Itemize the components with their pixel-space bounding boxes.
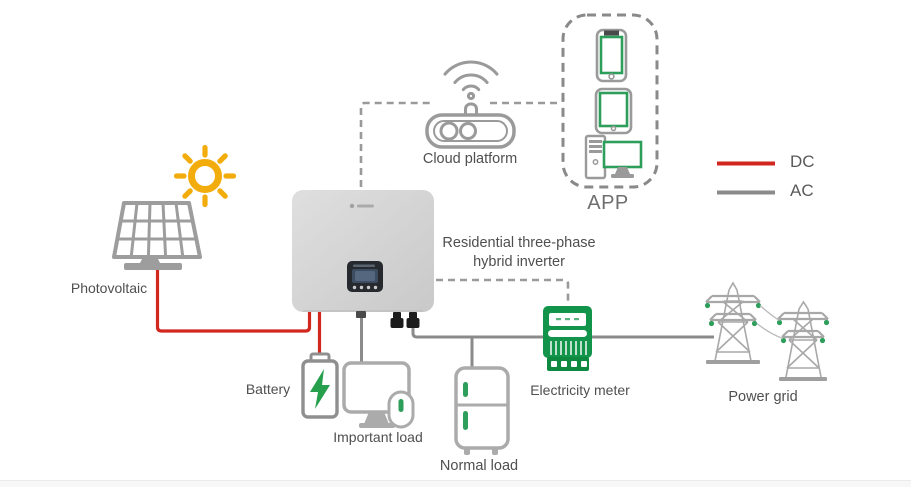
tablet-icon: [594, 87, 633, 135]
electric-meter-icon: [543, 306, 592, 371]
comm-line-inverter-to-meter: [436, 278, 570, 305]
photovoltaic-label: Photovoltaic: [70, 280, 148, 296]
inverter-display: [347, 261, 383, 292]
legend: [717, 161, 775, 195]
lightning-bolt-icon: [310, 369, 330, 409]
desktop-computer-icon: [584, 134, 643, 180]
inverter-ac-port: [356, 311, 366, 318]
mc4-connector-icon: [390, 312, 404, 328]
mc4-connector-icon: [406, 312, 420, 328]
smartphone-icon: [595, 28, 628, 83]
transmission-tower-icon: [704, 281, 762, 364]
normal-load-label: Normal load: [439, 458, 519, 474]
mouse-icon: [387, 390, 415, 429]
bottom-edge-strip: [0, 480, 911, 487]
inverter-logo: [349, 203, 374, 209]
app-label: APP: [587, 192, 629, 214]
devices-icon: [561, 13, 659, 189]
wifi-signal-icon: [443, 60, 499, 101]
power-grid-label: Power grid: [728, 389, 798, 405]
important-load-label: Important load: [333, 429, 423, 445]
computer-monitor-mouse-icon: [342, 361, 415, 429]
wifi-router-icon: [425, 60, 516, 149]
legend-dc-label: DC: [790, 152, 815, 171]
inverter-icon: [292, 190, 434, 328]
dc-line-pv-to-inverter: [155, 270, 312, 333]
app-dashed-box: [561, 13, 659, 189]
inverter-caption-line2: hybrid inverter: [473, 254, 565, 270]
sun-icon: [173, 144, 237, 208]
transmission-tower-icon: [776, 300, 830, 381]
comm-line-inverter-to-cloud: [359, 101, 433, 187]
inverter-caption: Residential three-phase hybrid inverter: [424, 234, 614, 272]
battery-icon: [301, 352, 339, 419]
legend-ac-label: AC: [790, 181, 814, 200]
ac-line-inverter-to-grid: [411, 327, 714, 339]
transmission-towers-icon: [704, 281, 830, 381]
solar-panel-icon: [112, 201, 202, 270]
electricity-meter-label: Electricity meter: [530, 382, 630, 398]
refrigerator-icon: [454, 366, 510, 455]
cloud-platform-label: Cloud platform: [422, 151, 518, 167]
inverter-caption-line1: Residential three-phase: [442, 235, 596, 251]
power-wires: [756, 305, 784, 340]
battery-label: Battery: [245, 381, 291, 397]
